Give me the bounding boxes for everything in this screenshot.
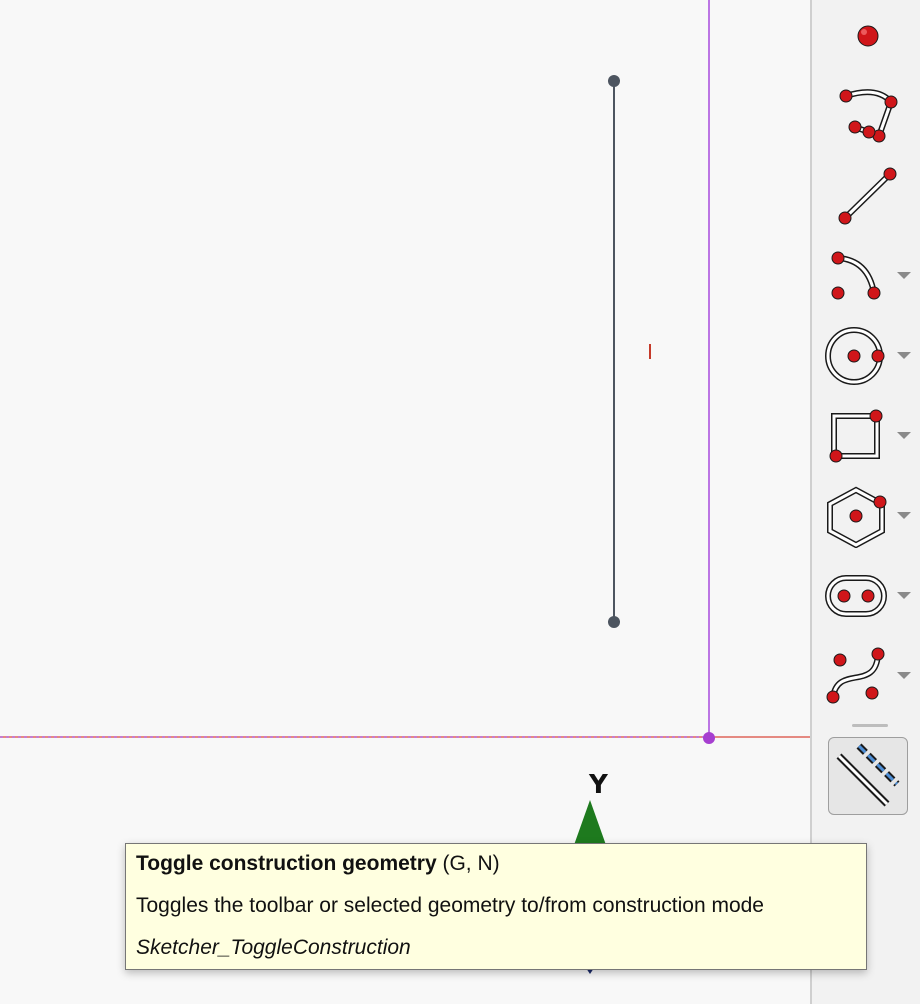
arc-dropdown-arrow-icon[interactable] bbox=[897, 272, 911, 279]
tooltip-description: Toggles the toolbar or selected geometry… bbox=[136, 894, 764, 917]
point-icon bbox=[857, 25, 879, 47]
tooltip-command-name: Sketcher_ToggleConstruction bbox=[136, 936, 411, 959]
arc-icon bbox=[831, 251, 881, 300]
slot-icon bbox=[825, 575, 887, 617]
line-tool-button[interactable] bbox=[834, 166, 900, 228]
bspline-dropdown-arrow-icon[interactable] bbox=[897, 672, 911, 679]
y-axis-arrow bbox=[574, 800, 606, 845]
tooltip-shortcut: (G, N) bbox=[442, 852, 500, 875]
rectangle-dropdown-arrow-icon[interactable] bbox=[897, 432, 911, 439]
tooltip-title-row: Toggle construction geometry (G, N) bbox=[136, 852, 500, 876]
toolbar-separator bbox=[852, 724, 888, 727]
line-end-point[interactable] bbox=[608, 616, 620, 628]
rectangle-tool-button[interactable] bbox=[827, 406, 889, 466]
circle-dropdown-arrow-icon[interactable] bbox=[897, 352, 911, 359]
bspline-tool-button[interactable] bbox=[824, 644, 890, 708]
rectangle-icon bbox=[829, 409, 883, 463]
slot-tool-button[interactable] bbox=[825, 572, 889, 622]
slot-dropdown-arrow-icon[interactable] bbox=[897, 592, 911, 599]
polygon-tool-button[interactable] bbox=[825, 486, 889, 548]
line-start-point[interactable] bbox=[608, 75, 620, 87]
origin-point[interactable] bbox=[703, 732, 715, 744]
y-axis-label: Y bbox=[589, 770, 608, 800]
circle-tool-button[interactable] bbox=[824, 326, 886, 386]
toggle-construction-button[interactable] bbox=[828, 737, 908, 815]
polygon-dropdown-arrow-icon[interactable] bbox=[897, 512, 911, 519]
bspline-icon bbox=[826, 647, 885, 704]
point-tool-button[interactable] bbox=[848, 18, 888, 58]
line-icon bbox=[838, 167, 897, 225]
circle-icon bbox=[825, 327, 885, 385]
sketch-viewport[interactable]: Y bbox=[0, 0, 810, 1004]
polyline-tool-button[interactable] bbox=[835, 84, 901, 146]
tooltip-title: Toggle construction geometry bbox=[136, 852, 437, 875]
sketch-canvas[interactable] bbox=[0, 0, 810, 1004]
arc-tool-button[interactable] bbox=[828, 246, 888, 306]
hexagon-icon bbox=[827, 486, 887, 548]
polyline-icon bbox=[839, 89, 898, 143]
construction-line-icon bbox=[836, 743, 900, 807]
tooltip: Toggle construction geometry (G, N) Togg… bbox=[125, 843, 867, 970]
